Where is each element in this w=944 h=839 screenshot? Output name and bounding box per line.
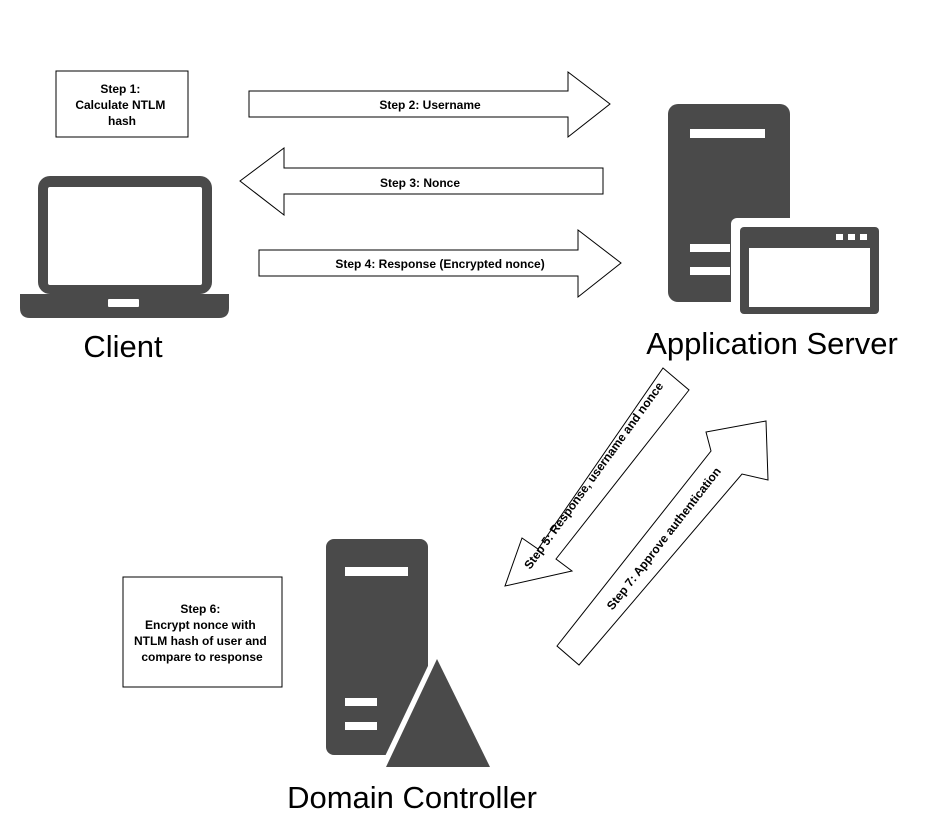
dc-server-slot-1	[345, 698, 377, 706]
step7-arrow: Step 7: Approve authentication	[556, 420, 769, 666]
step6-line-1: Step 6:	[180, 602, 220, 616]
step2-label: Step 2: Username	[379, 98, 481, 112]
client-label: Client	[83, 329, 163, 364]
step7-label: Step 7: Approve authentication	[604, 465, 724, 613]
step3-label: Step 3: Nonce	[380, 176, 460, 190]
app-server-slot-2	[690, 267, 730, 275]
step1-box-border	[55, 70, 189, 138]
app-window-dot-1	[836, 234, 843, 240]
domain-controller-label: Domain Controller	[287, 780, 537, 815]
step1-box-text: Step 1: Calculate NTLM hash	[75, 82, 168, 128]
step7-arrow-shape	[556, 420, 769, 666]
laptop-trackpad	[108, 299, 139, 307]
app-server-slot-1	[690, 244, 730, 252]
step1-line-1: Step 1:	[100, 82, 140, 96]
app-server-label: Application Server	[646, 326, 898, 361]
step4-arrow: Step 4: Response (Encrypted nonce)	[258, 228, 622, 299]
step6-box-text: Step 6: Encrypt nonce with NTLM hash of …	[134, 602, 270, 664]
step5-arrow-shape	[504, 367, 690, 587]
app-window-content	[749, 248, 870, 307]
step3-arrow-shape	[239, 147, 604, 217]
step1-line-3: hash	[108, 114, 136, 128]
step6-box: Step 6: Encrypt nonce with NTLM hash of …	[122, 576, 283, 688]
dc-server-drive-slot	[345, 567, 408, 576]
step6-line-4: compare to response	[141, 650, 263, 664]
laptop-screen	[48, 187, 202, 285]
step1-box: Step 1: Calculate NTLM hash	[55, 70, 189, 138]
step3-arrow: Step 3: Nonce	[239, 147, 604, 217]
laptop-icon	[20, 176, 229, 318]
app-window-dot-2	[848, 234, 855, 240]
step4-label: Step 4: Response (Encrypted nonce)	[335, 257, 544, 271]
dc-server-slot-2	[345, 722, 377, 730]
server-with-warning-icon	[326, 539, 498, 771]
step2-arrow: Step 2: Username	[248, 70, 611, 139]
step1-line-2: Calculate NTLM	[75, 98, 165, 112]
step6-line-3: NTLM hash of user and	[134, 634, 267, 648]
server-with-window-icon	[668, 104, 888, 322]
step6-line-2: Encrypt nonce with	[145, 618, 256, 632]
step6-box-border	[122, 576, 283, 688]
dc-warning-triangle	[386, 659, 490, 767]
app-server-drive-slot	[690, 129, 765, 138]
step4-arrow-shape	[258, 228, 622, 299]
app-window-dot-3	[860, 234, 867, 240]
step2-arrow-shape	[248, 70, 611, 139]
